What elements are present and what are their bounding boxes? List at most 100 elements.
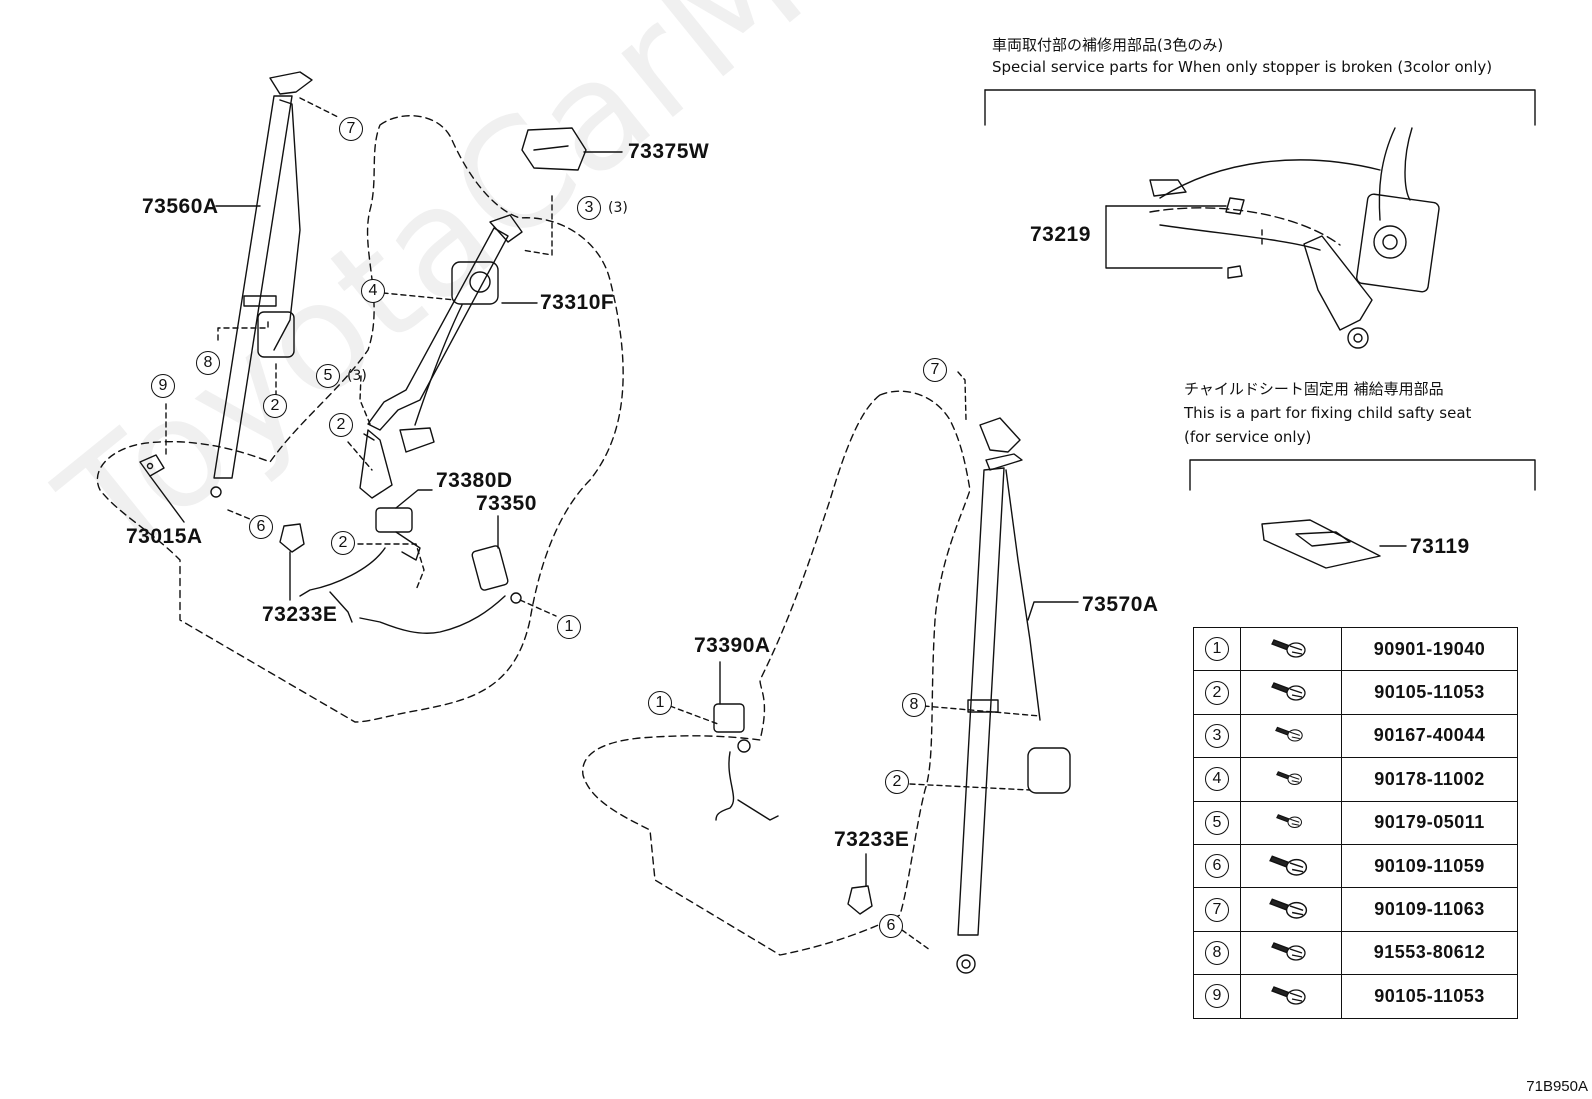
legend-part-number[interactable]: 91553-80612 xyxy=(1341,930,1518,976)
callout-5[interactable]: 5 xyxy=(316,364,340,388)
legend-part-number[interactable]: 90105-11053 xyxy=(1341,974,1518,1019)
child-note-en-1: This is a part for fixing child safty se… xyxy=(1184,404,1472,422)
callout-4[interactable]: 4 xyxy=(361,279,385,303)
bracket-73233E-right xyxy=(847,885,873,915)
retractor-stopper-detail xyxy=(1105,127,1440,349)
part-leader-lines xyxy=(149,151,1407,887)
callout-8[interactable]: 8 xyxy=(902,693,926,717)
legend-row: 6 90109-11059 xyxy=(1193,843,1518,889)
bolt-icon xyxy=(1240,887,1342,932)
callout-7[interactable]: 7 xyxy=(923,358,947,382)
bracket-73233E-left xyxy=(279,523,305,553)
part-label-73233E-left[interactable]: 73233E xyxy=(262,603,338,626)
belt-73560A xyxy=(210,71,313,498)
part-label-73380D[interactable]: 73380D xyxy=(436,469,513,492)
legend-callout-cell: 9 xyxy=(1193,974,1241,1019)
bolt-icon xyxy=(1240,626,1342,672)
legend-callout-cell: 8 xyxy=(1193,930,1241,976)
part-label-73390A[interactable]: 73390A xyxy=(694,634,771,657)
buckle-73380D xyxy=(299,507,421,623)
part-label-73570A[interactable]: 73570A xyxy=(1082,593,1159,616)
part-label-73375W[interactable]: 73375W xyxy=(628,140,710,163)
legend-callout: 1 xyxy=(1205,637,1229,662)
legend-part-number[interactable]: 90179-05011 xyxy=(1341,800,1518,845)
legend-callout-cell: 2 xyxy=(1193,670,1241,715)
bolt-icon xyxy=(1240,974,1342,1019)
legend-callout-cell: 3 xyxy=(1193,713,1241,759)
callout-6[interactable]: 6 xyxy=(879,914,903,938)
legend-row: 5 90179-05011 xyxy=(1193,800,1518,845)
legend-row: 7 90109-11063 xyxy=(1193,887,1518,932)
legend-callout: 4 xyxy=(1205,767,1229,792)
legend-callout-cell: 5 xyxy=(1193,800,1241,845)
stopper-note-en: Special service parts for When only stop… xyxy=(992,58,1493,76)
legend-callout-cell: 7 xyxy=(1193,887,1241,932)
part-label-73015A[interactable]: 73015A xyxy=(126,525,203,548)
legend-callout: 5 xyxy=(1205,810,1229,835)
callout-3[interactable]: 3 xyxy=(577,196,601,220)
rear-seat-right-outline xyxy=(582,390,971,956)
legend-row: 8 91553-80612 xyxy=(1193,930,1518,976)
leader-lines xyxy=(165,97,1263,951)
buckle-73390A xyxy=(713,703,779,821)
bolt-icon xyxy=(1240,713,1342,759)
callout-5-qty: (3) xyxy=(347,368,367,384)
callout-8[interactable]: 8 xyxy=(196,351,220,375)
bolt-icon xyxy=(1240,670,1342,715)
legend-row: 3 90167-40044 xyxy=(1193,713,1518,759)
legend-part-number[interactable]: 90105-11053 xyxy=(1341,670,1518,715)
plate-73119 xyxy=(1261,519,1381,569)
legend-row: 1 90901-19040 xyxy=(1193,626,1518,672)
callout-2[interactable]: 2 xyxy=(885,770,909,794)
callout-3-qty: (3) xyxy=(608,200,628,216)
stopper-note-jp: 車両取付部の補修用部品(3色のみ) xyxy=(992,36,1224,54)
legend-callout: 8 xyxy=(1205,940,1229,965)
child-note-en-2: (for service only) xyxy=(1184,428,1312,446)
stopper-bracket xyxy=(984,89,1536,126)
callout-1[interactable]: 1 xyxy=(557,615,581,639)
part-label-73233E-right[interactable]: 73233E xyxy=(834,828,910,851)
callout-2[interactable]: 2 xyxy=(263,394,287,418)
legend-row: 2 90105-11053 xyxy=(1193,670,1518,715)
bolt-icon xyxy=(1240,757,1342,802)
part-label-73350[interactable]: 73350 xyxy=(476,492,537,515)
buckle-73350 xyxy=(359,545,522,634)
legend-part-number[interactable]: 90178-11002 xyxy=(1341,757,1518,802)
legend-part-number[interactable]: 90109-11063 xyxy=(1341,887,1518,932)
legend-callout-cell: 1 xyxy=(1193,626,1241,672)
legend-callout: 2 xyxy=(1205,680,1229,705)
part-label-73219[interactable]: 73219 xyxy=(1030,223,1091,246)
child-note-jp: チャイルドシート固定用 補給専用部品 xyxy=(1184,380,1444,398)
legend-row: 9 90105-11053 xyxy=(1193,974,1518,1019)
callout-7[interactable]: 7 xyxy=(339,117,363,141)
legend-callout: 9 xyxy=(1205,984,1229,1009)
legend-row: 4 90178-11002 xyxy=(1193,757,1518,802)
diagram-reference: 71B950A xyxy=(1526,1078,1588,1095)
legend-callout: 3 xyxy=(1205,723,1229,748)
fastener-legend-table: 1 90901-19040 2 90105-11053 3 90167-40044 4 901… xyxy=(1193,626,1518,1019)
callout-9[interactable]: 9 xyxy=(151,374,175,398)
legend-callout: 6 xyxy=(1205,854,1229,879)
part-label-73560A[interactable]: 73560A xyxy=(142,195,219,218)
part-label-73310F[interactable]: 73310F xyxy=(540,291,615,314)
legend-callout: 7 xyxy=(1205,897,1229,922)
legend-part-number[interactable]: 90901-19040 xyxy=(1341,626,1518,672)
belt-73570A xyxy=(956,417,1071,974)
legend-callout-cell: 4 xyxy=(1193,757,1241,802)
callout-2[interactable]: 2 xyxy=(331,531,355,555)
callout-1[interactable]: 1 xyxy=(648,691,672,715)
bolt-icon xyxy=(1240,800,1342,845)
bolt-icon xyxy=(1240,930,1342,976)
child-seat-bracket xyxy=(1189,459,1536,491)
callout-6[interactable]: 6 xyxy=(249,515,273,539)
legend-part-number[interactable]: 90167-40044 xyxy=(1341,713,1518,759)
part-label-73119[interactable]: 73119 xyxy=(1410,535,1470,558)
belt-73310F xyxy=(359,214,523,499)
callout-2[interactable]: 2 xyxy=(329,413,353,437)
rear-seat-left-outline xyxy=(96,115,624,723)
cover-73375W xyxy=(521,127,587,171)
legend-callout-cell: 6 xyxy=(1193,843,1241,889)
bolt-icon xyxy=(1240,843,1342,889)
legend-part-number[interactable]: 90109-11059 xyxy=(1341,843,1518,889)
